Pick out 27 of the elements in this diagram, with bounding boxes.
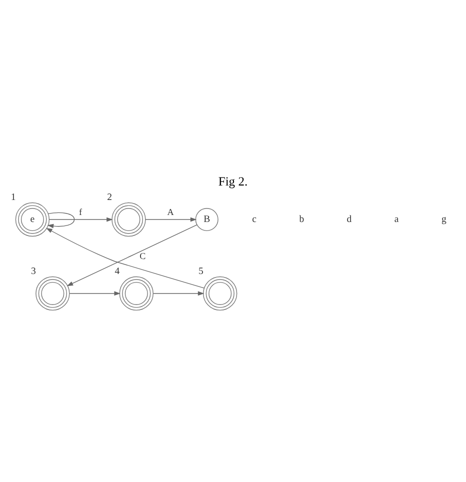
node-label: 3	[31, 266, 36, 277]
arrow	[145, 216, 197, 222]
edge-label: C	[140, 250, 146, 260]
node-circle	[119, 276, 154, 310]
node-circle: e	[15, 202, 50, 236]
arrow	[47, 212, 75, 228]
arrow	[48, 216, 113, 222]
arrow	[66, 224, 198, 286]
arrow	[46, 227, 204, 288]
label: d	[346, 214, 352, 225]
node-label: 1	[10, 192, 16, 203]
arrow	[153, 290, 204, 296]
node-circle	[36, 276, 70, 310]
label: g	[442, 214, 446, 225]
node-circle	[203, 276, 238, 310]
node-label: 2	[107, 192, 112, 203]
node-circle	[112, 202, 146, 236]
node-label: 5	[198, 266, 204, 277]
diagram-title: Fig 2.	[218, 174, 248, 188]
edge-label: A	[167, 206, 174, 216]
label: b	[299, 214, 304, 225]
node-circle: B	[195, 208, 218, 231]
label: c	[252, 214, 256, 225]
edge-label: f	[79, 206, 82, 216]
arrow	[69, 290, 120, 296]
label: a	[394, 214, 399, 225]
node-label: 4	[114, 266, 120, 277]
